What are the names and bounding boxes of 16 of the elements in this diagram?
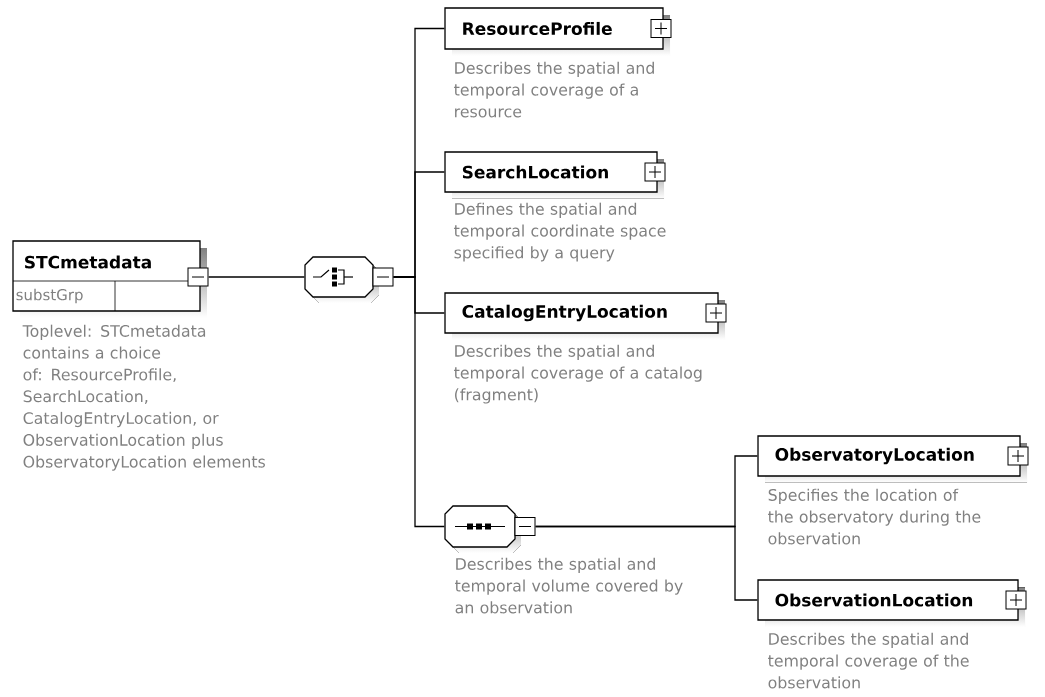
element-box: ObservationLocation: [757, 579, 1025, 627]
description-text: Describes the spatial and temporal volume covered by an observation: [455, 557, 683, 614]
connector-line: [393, 276, 445, 528]
element-box: STCmetadata substGrp: [12, 240, 207, 318]
connector-line: [535, 525, 758, 601]
element-box: CatalogEntryLocation: [444, 292, 725, 340]
description-text: Specifies the location of the observatory during the observation: [768, 488, 981, 545]
connector-line: [208, 276, 305, 278]
description-text: Describes the spatial and temporal coverage of the observation: [768, 632, 969, 689]
element-box: SearchLocation: [444, 151, 664, 199]
description-text: Describes the spatial and temporal coverage of a catalog (fragment): [454, 344, 702, 404]
description-text: Toplevel: STCmetadata contains a choice of: ResourceProfile, SearchLocation, CatalogEntryLocation, or ObservationLocation plus ObservatoryLocation elements: [22, 324, 265, 471]
element-box: ResourceProfile: [444, 7, 670, 56]
element-box: ObservatoryLocation: [757, 435, 1027, 483]
description-text: Defines the spatial and temporal coordinate space specified by a query: [454, 202, 666, 262]
description-text: Describes the spatial and temporal coverage of a resource: [454, 61, 654, 118]
